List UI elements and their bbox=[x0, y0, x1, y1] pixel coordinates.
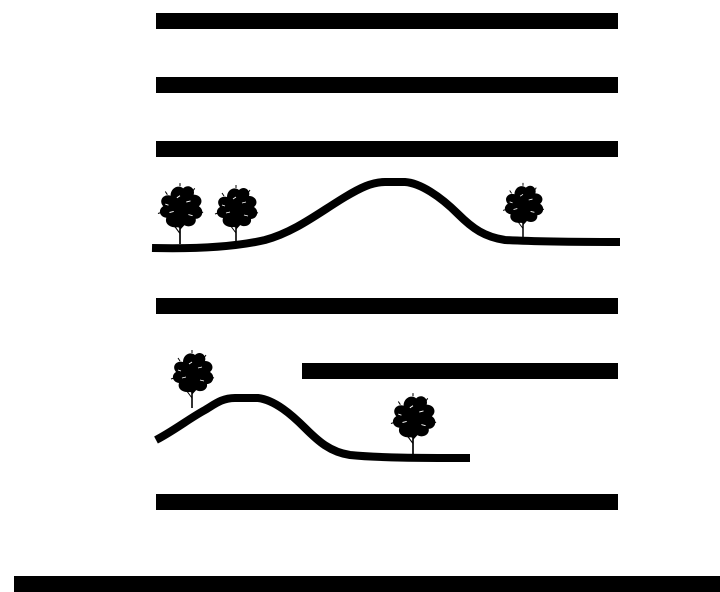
tree-icon bbox=[391, 393, 436, 454]
tree-icon bbox=[171, 350, 214, 408]
partial-slab bbox=[302, 363, 618, 379]
tree-icon bbox=[215, 185, 258, 243]
tree-icon bbox=[158, 183, 203, 244]
tree-icon bbox=[503, 183, 544, 238]
ground-slab bbox=[14, 576, 720, 592]
floor-slab-3 bbox=[156, 141, 618, 157]
floor-slab-4 bbox=[156, 298, 618, 314]
floor-slab-2 bbox=[156, 77, 618, 93]
floor-slab-5 bbox=[156, 494, 618, 510]
floor-slab-1 bbox=[156, 13, 618, 29]
